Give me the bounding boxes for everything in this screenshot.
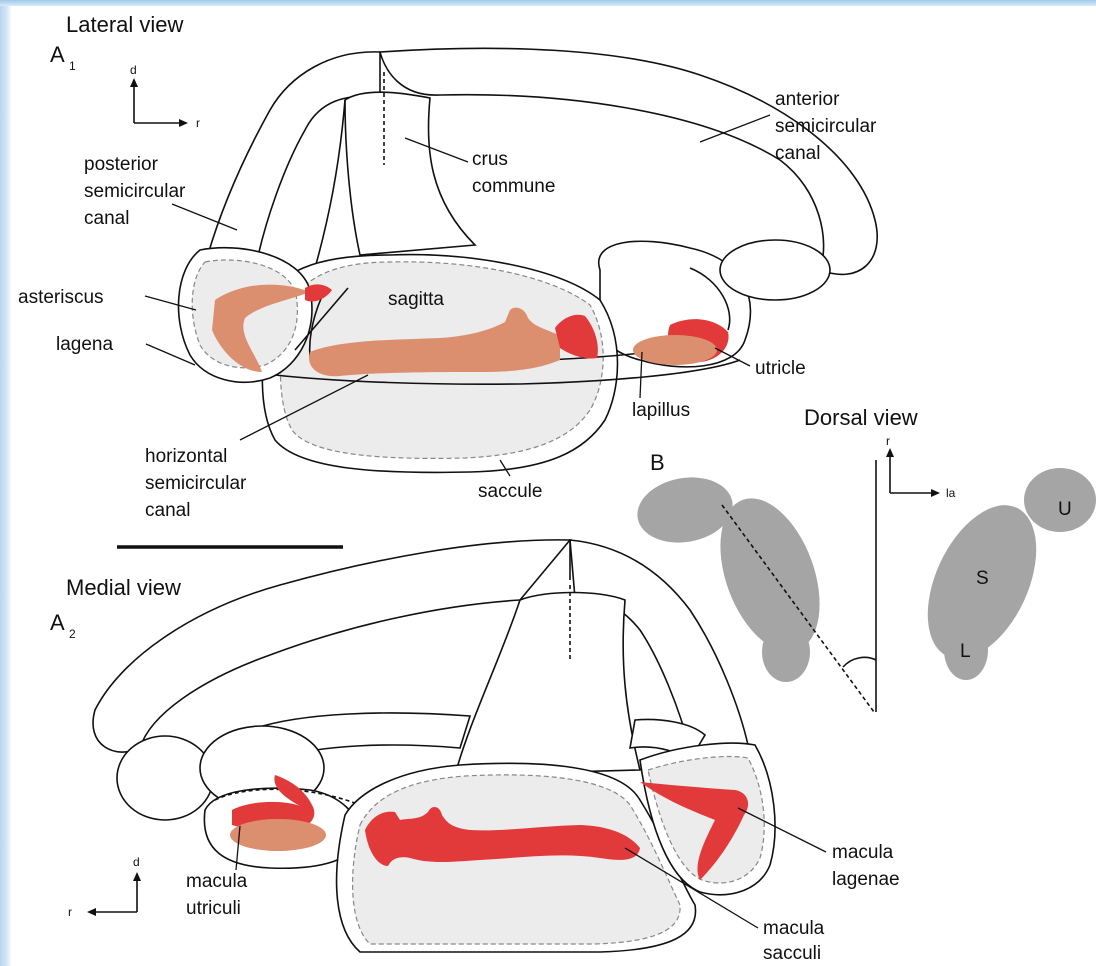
dorsal-view-title: Dorsal view [804, 405, 918, 430]
label-posterior-2: semicircular [84, 181, 186, 202]
axis-r-label: r [196, 116, 200, 130]
medial-crus-commune [455, 593, 640, 776]
panel-a2-label: A [50, 610, 65, 635]
label-anterior-3: canal [775, 143, 820, 164]
label-macula-utriculi-1: macula [186, 871, 248, 892]
label-asteriscus: asteriscus [18, 287, 104, 308]
label-macula-lagenae-1: macula [832, 842, 894, 863]
medial-utricle-otolith [230, 819, 326, 851]
medial-axis-r-label: r [68, 905, 72, 919]
anterior-ampulla [720, 240, 830, 300]
lateral-view-title: Lateral view [66, 12, 184, 37]
label-crus-1: crus [472, 149, 508, 170]
dorsal-axis-right-arrow [931, 489, 940, 497]
dorsal-label-l: L [960, 641, 971, 662]
dorsal-angle-arc [843, 657, 876, 667]
label-horizontal-1: horizontal [145, 446, 227, 467]
medial-view-title: Medial view [66, 575, 181, 600]
medial-axis-up-arrow [133, 872, 141, 881]
label-macula-lagenae-2: lagenae [832, 869, 900, 890]
panel-a1-label: A [50, 42, 65, 67]
panel-a1-subscript: 1 [69, 59, 76, 73]
crus-commune [345, 92, 475, 255]
label-horizontal-3: canal [145, 500, 190, 521]
dorsal-label-u: U [1058, 499, 1072, 520]
label-anterior-2: semicircular [775, 116, 877, 137]
label-macula-sacculi-1: macula [763, 918, 825, 939]
label-utricle: utricle [755, 358, 806, 379]
dorsal-left-lagena [762, 622, 810, 682]
axis-up-arrow [130, 78, 138, 87]
medial-orientation-axes: d r [68, 855, 141, 919]
lateral-orientation-axes: d r [130, 63, 200, 130]
label-macula-utriculi-2: utriculi [186, 898, 241, 919]
label-horizontal-2: semicircular [145, 473, 247, 494]
axis-d-label: d [130, 63, 137, 77]
lateral-view: Lateral view A 1 d r [18, 12, 877, 521]
label-sagitta: sagitta [388, 289, 444, 310]
dorsal-axis-la-label: la [946, 486, 956, 500]
label-lagena: lagena [56, 334, 113, 355]
dorsal-axis-up-arrow [886, 448, 894, 457]
medial-axis-left-arrow [87, 908, 96, 916]
medial-ampulla-left [117, 736, 213, 820]
lapillus-otolith [633, 335, 717, 365]
label-posterior-3: canal [84, 208, 129, 229]
panel-a2-subscript: 2 [69, 627, 76, 641]
dorsal-orientation-axes: r la [886, 434, 956, 500]
label-lapillus: lapillus [632, 400, 690, 421]
panel-b-label: B [650, 450, 665, 475]
label-saccule: saccule [478, 481, 542, 502]
label-macula-sacculi-2: sacculi [763, 943, 821, 961]
dorsal-axis-r-label: r [886, 434, 890, 448]
medial-axis-d-label: d [133, 855, 140, 869]
label-posterior-1: posterior [84, 154, 159, 175]
label-crus-2: commune [472, 176, 555, 197]
label-anterior-1: anterior [775, 89, 840, 110]
axis-right-arrow [179, 119, 188, 127]
dorsal-label-s: S [976, 568, 989, 589]
